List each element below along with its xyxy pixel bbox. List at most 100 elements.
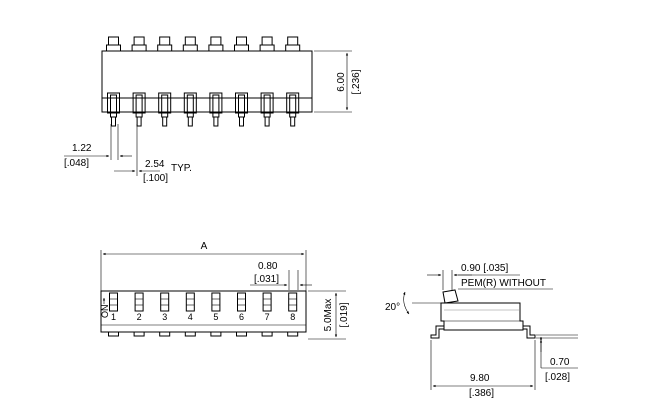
front-height-in: [.019]	[339, 302, 350, 327]
top-lead-tip	[162, 116, 168, 127]
top-lead-tip	[239, 116, 244, 127]
pin-number: 6	[239, 312, 244, 322]
height-in: [.236]	[351, 69, 362, 94]
top-lead-tip	[290, 116, 296, 127]
top-lead-housing	[107, 92, 120, 114]
top-leads	[107, 92, 300, 127]
top-lead-housing	[132, 92, 146, 114]
top-actuators	[106, 36, 301, 52]
top-lead-tip	[111, 116, 116, 127]
top-lead-tip	[136, 116, 142, 127]
front-lead	[108, 331, 119, 337]
side-lead-right	[523, 325, 536, 339]
side-width-mm: 9.80	[470, 373, 490, 384]
front-switch	[160, 292, 170, 312]
top-actuator-base	[106, 44, 121, 52]
front-pin-numbers: 1 2 3 4 5 6 7 8	[111, 312, 295, 322]
pitch-note: TYP.	[171, 163, 192, 174]
side-offset: 0.90 [.035]	[461, 263, 508, 274]
top-lead-housing	[209, 92, 223, 114]
front-lead	[210, 331, 222, 337]
top-actuator-base	[131, 44, 147, 52]
lead-width-in: [.048]	[64, 158, 89, 169]
top-lead-tip	[187, 116, 193, 127]
front-switches	[109, 292, 298, 312]
front-height-label: 5.0Max	[323, 299, 334, 332]
front-lead	[159, 331, 171, 337]
height-mm: 6.00	[336, 72, 347, 92]
top-actuator	[184, 36, 196, 46]
front-switch	[185, 292, 195, 312]
front-leads	[108, 331, 299, 337]
front-switch	[134, 292, 144, 312]
pin-number: 4	[188, 312, 193, 322]
front-lead	[236, 331, 247, 337]
side-lead-left	[430, 325, 444, 339]
top-lead-housing	[260, 92, 274, 114]
pin-number: 8	[290, 312, 295, 322]
side-view: 0.90 [.035] PEM(R) WITHOUT 20° 0.70 [.02…	[385, 263, 578, 399]
front-lead	[261, 331, 273, 337]
pin-number: 5	[213, 312, 218, 322]
front-height-dimension: 5.0Max [.019]	[308, 290, 350, 340]
top-actuator	[108, 36, 119, 46]
on-label: ON	[100, 305, 110, 319]
top-lead-housing	[235, 92, 248, 114]
pem-note: PEM(R) WITHOUT	[461, 278, 546, 289]
top-view: 6.00 [.236] 1.22 [.048] 2.54 TYP. [.100]	[64, 36, 362, 184]
length-label: A	[201, 241, 208, 252]
lead-height-in: [.028]	[545, 372, 570, 383]
front-lead	[287, 331, 299, 337]
top-actuator	[261, 36, 273, 46]
pin-number: 2	[137, 312, 142, 322]
front-body	[100, 290, 307, 333]
top-actuator	[210, 36, 222, 46]
top-actuator-base	[259, 44, 275, 52]
top-lead-tip	[213, 116, 219, 127]
angle-dimension: 20°	[385, 291, 441, 315]
front-lead	[184, 331, 196, 337]
front-switch	[211, 292, 221, 312]
top-lead-housing	[183, 92, 197, 114]
top-lead-housing	[286, 92, 300, 114]
pitch-mm: 2.54	[145, 159, 165, 170]
top-actuator-base	[285, 44, 301, 52]
actuator-mm: 0.80	[258, 261, 278, 272]
side-offset-dimension: 0.90 [.035] PEM(R) WITHOUT	[427, 263, 553, 290]
pitch-dimension: 2.54 TYP. [.100]	[114, 124, 192, 184]
top-actuator	[287, 36, 299, 46]
lead-height-mm: 0.70	[550, 357, 570, 368]
top-lead-housing	[158, 92, 172, 114]
side-actuator	[442, 289, 459, 304]
front-switch	[237, 292, 246, 312]
top-actuator-base	[182, 44, 198, 52]
front-switch	[262, 292, 272, 312]
pitch-in: [.100]	[143, 173, 168, 184]
top-actuator	[133, 36, 145, 46]
front-view: A 0.80 [.031] 1 2 3 4 5 6 7 8 ON 5.0Max [.019]	[100, 241, 350, 340]
front-switch	[109, 292, 118, 312]
actuator-in: [.031]	[254, 274, 279, 285]
lead-height-dimension: 0.70 [.028]	[536, 334, 578, 383]
angle-label: 20°	[385, 302, 400, 313]
top-actuator-base	[208, 44, 224, 52]
actuator-width-dimension: 0.80 [.031]	[250, 261, 312, 290]
pin-number: 7	[265, 312, 270, 322]
top-lead-tip	[264, 116, 270, 127]
pin-number: 3	[162, 312, 167, 322]
top-actuator	[159, 36, 171, 46]
pin-number: 1	[111, 312, 116, 322]
side-width-in: [.386]	[469, 388, 494, 399]
side-width-dimension: 9.80 [.386]	[430, 340, 536, 399]
lead-width-mm: 1.22	[72, 143, 92, 154]
top-actuator	[236, 36, 247, 46]
side-body	[440, 302, 524, 331]
front-lead	[133, 331, 145, 337]
front-switch	[288, 292, 298, 312]
top-actuator-base	[234, 44, 249, 52]
height-dimension: 6.00 [.236]	[314, 50, 362, 113]
lead-width-dimension: 1.22 [.048]	[64, 124, 132, 169]
top-lead-band	[101, 97, 313, 113]
top-actuator-base	[157, 44, 173, 52]
